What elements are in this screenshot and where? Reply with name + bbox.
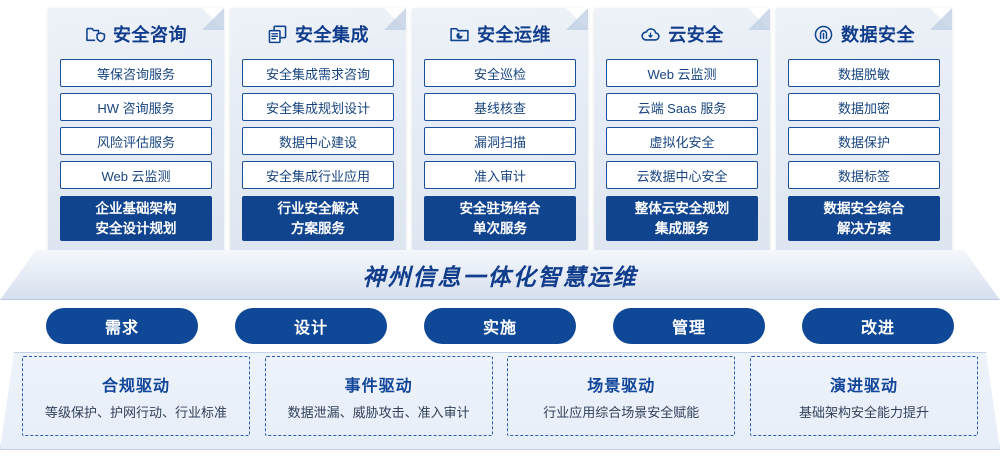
service-column-data-security[interactable]: 数据安全 数据脱敏 数据加密 数据保护 数据标签 数据安全综合 解决方案 [776,8,952,253]
platform-banner: 神州信息一体化智慧运维 [0,250,1000,300]
service-column-security-operations[interactable]: 安全运维 安全巡检 基线核查 漏洞扫描 准入审计 安全驻场结合 单次服务 [412,8,588,253]
driver-card-evolution[interactable]: 演进驱动 基础架构安全能力提升 [749,356,978,436]
driver-card-incident[interactable]: 事件驱动 数据泄漏、威胁攻击、准入审计 [264,356,493,436]
service-item[interactable]: Web 云监测 [60,161,212,189]
stage-pill-implementation[interactable]: 实施 [424,308,576,344]
service-item[interactable]: Web 云监测 [606,59,758,87]
driver-description: 等级保护、护网行动、行业标准 [44,404,227,420]
service-item[interactable]: 安全集成行业应用 [242,161,394,189]
driver-title: 演进驱动 [829,377,898,395]
column-header: 安全咨询 [60,18,212,50]
stage-pill-requirement[interactable]: 需求 [46,308,198,344]
column-summary-box[interactable]: 整体云安全规划 集成服务 [606,196,758,242]
fingerprint-icon [813,24,834,45]
drivers-row: 合规驱动 等级保护、护网行动、行业标准 事件驱动 数据泄漏、威胁攻击、准入审计 … [0,356,1000,444]
column-header: 安全集成 [242,18,394,50]
column-title: 安全运维 [477,25,551,45]
summary-line: 方案服务 [291,220,345,236]
service-item[interactable]: 基线核查 [424,93,576,121]
service-item[interactable]: 数据中心建设 [242,127,394,155]
column-title: 数据安全 [841,25,915,45]
driver-description: 数据泄漏、威胁攻击、准入审计 [287,404,470,420]
service-item[interactable]: HW 咨询服务 [60,93,212,121]
lifecycle-stages: 需求 设计 实施 管理 改进 [0,308,1000,346]
service-item[interactable]: 风险评估服务 [60,127,212,155]
summary-line: 安全设计规划 [95,220,177,236]
service-item[interactable]: 安全集成需求咨询 [242,59,394,87]
driver-description: 基础架构安全能力提升 [798,404,929,420]
service-column-security-consulting[interactable]: 安全咨询 等保咨询服务 HW 咨询服务 风险评估服务 Web 云监测 企业基础架… [48,8,224,253]
service-item[interactable]: 数据标签 [788,161,940,189]
column-title: 云安全 [668,25,724,45]
service-item[interactable]: 数据保护 [788,127,940,155]
banner-shape [0,250,1000,300]
service-item[interactable]: 云端 Saas 服务 [606,93,758,121]
stage-pill-design[interactable]: 设计 [235,308,387,344]
stage-pill-improvement[interactable]: 改进 [802,308,954,344]
column-header: 云安全 [606,18,758,50]
driver-description: 行业应用综合场景安全赋能 [543,404,700,420]
service-item[interactable]: 安全巡检 [424,59,576,87]
summary-line: 行业安全解决 [277,201,359,216]
service-item[interactable]: 等保咨询服务 [60,59,212,87]
service-item[interactable]: 数据脱敏 [788,59,940,87]
column-title: 安全咨询 [113,25,187,45]
summary-line: 集成服务 [655,220,709,236]
summary-line: 解决方案 [837,220,891,236]
service-item[interactable]: 虚拟化安全 [606,127,758,155]
summary-line: 单次服务 [473,220,527,236]
column-summary-box[interactable]: 安全驻场结合 单次服务 [424,196,576,242]
service-item[interactable]: 数据加密 [788,93,940,121]
service-column-security-integration[interactable]: 安全集成 安全集成需求咨询 安全集成规划设计 数据中心建设 安全集成行业应用 行… [230,8,406,253]
summary-line: 安全驻场结合 [459,201,541,216]
drivers-band [0,352,1000,450]
column-title: 安全集成 [295,25,369,45]
folder-chart-icon [449,24,470,45]
driver-card-compliance[interactable]: 合规驱动 等级保护、护网行动、行业标准 [22,356,250,436]
column-header: 数据安全 [788,18,940,50]
service-item[interactable]: 云数据中心安全 [606,161,758,189]
summary-line: 企业基础架构 [95,201,177,216]
driver-title: 场景驱动 [587,377,656,395]
driver-title: 合规驱动 [101,377,170,395]
cloud-icon [640,24,661,45]
column-summary-box[interactable]: 企业基础架构 安全设计规划 [60,196,212,242]
column-summary-box[interactable]: 数据安全综合 解决方案 [788,196,940,242]
service-item[interactable]: 准入审计 [424,161,576,189]
service-column-cloud-security[interactable]: 云安全 Web 云监测 云端 Saas 服务 虚拟化安全 云数据中心安全 整体云… [594,8,770,253]
folder-shield-icon [85,24,106,45]
driver-title: 事件驱动 [344,377,413,395]
stage-pill-management[interactable]: 管理 [613,308,765,344]
column-header: 安全运维 [424,18,576,50]
column-summary-box[interactable]: 行业安全解决 方案服务 [242,196,394,242]
summary-line: 整体云安全规划 [634,201,730,216]
documents-icon [267,24,288,45]
service-columns: 安全咨询 等保咨询服务 HW 咨询服务 风险评估服务 Web 云监测 企业基础架… [0,8,1000,253]
driver-card-scenario[interactable]: 场景驱动 行业应用综合场景安全赋能 [507,356,736,436]
summary-line: 数据安全综合 [823,201,905,216]
service-item[interactable]: 漏洞扫描 [424,127,576,155]
service-item[interactable]: 安全集成规划设计 [242,93,394,121]
banner-title: 神州信息一体化智慧运维 [362,264,638,290]
